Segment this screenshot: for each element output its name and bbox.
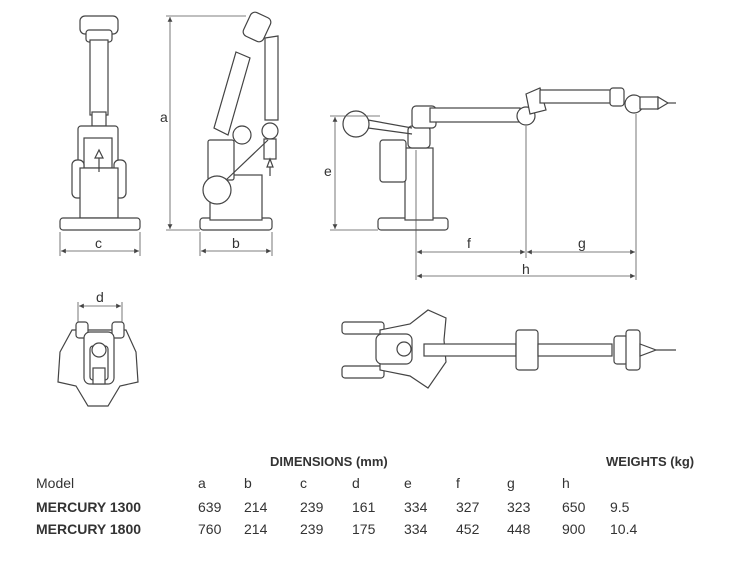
row-weight: 10.4	[610, 521, 638, 537]
row-a: 760	[198, 521, 222, 537]
header-a: a	[198, 475, 206, 491]
dimension-label-d: d	[96, 289, 104, 305]
header-g: g	[507, 475, 515, 491]
header-b: b	[244, 475, 252, 491]
arm-technical-drawing: a b c d e f g h	[57, 11, 676, 407]
dimension-label-g: g	[578, 235, 586, 251]
row-d: 175	[352, 521, 376, 537]
header-c: c	[300, 475, 307, 491]
dimension-label-c: c	[95, 235, 102, 251]
dimension-label-b: b	[232, 235, 240, 251]
row-e: 334	[404, 499, 428, 515]
row-d: 161	[352, 499, 376, 515]
row-f: 452	[456, 521, 480, 537]
table-row: MERCURY 1300 639 214 239 161 334 327 323…	[0, 499, 738, 519]
row-model: MERCURY 1800	[36, 521, 142, 537]
row-c: 239	[300, 499, 324, 515]
row-c: 239	[300, 521, 324, 537]
specifications-table: DIMENSIONS (mm) WEIGHTS (kg) Model a b c…	[0, 448, 738, 579]
top-view	[57, 321, 139, 407]
dimension-d	[77, 302, 123, 322]
table-header-row: Model a b c d e f g h	[0, 475, 738, 495]
header-model: Model	[36, 475, 75, 491]
row-b: 214	[244, 499, 268, 515]
dimension-a	[166, 15, 246, 231]
row-a: 639	[198, 499, 222, 515]
dimension-f-g-h	[415, 114, 637, 280]
row-e: 334	[404, 521, 428, 537]
extended-view	[342, 87, 676, 231]
front-view	[59, 15, 141, 231]
row-g: 323	[507, 499, 531, 515]
top-view-extended	[341, 309, 676, 389]
header-h: h	[562, 475, 570, 491]
dimension-label-f: f	[467, 235, 471, 251]
dimensions-header: DIMENSIONS (mm)	[270, 454, 388, 469]
row-g: 448	[507, 521, 531, 537]
dimension-e	[330, 115, 380, 231]
header-f: f	[456, 475, 460, 491]
header-d: d	[352, 475, 360, 491]
dimension-c	[59, 232, 141, 256]
row-f: 327	[456, 499, 480, 515]
row-h: 900	[562, 521, 586, 537]
side-view	[199, 11, 279, 231]
dimension-label-e: e	[324, 163, 332, 179]
row-weight: 9.5	[610, 499, 630, 515]
row-h: 650	[562, 499, 586, 515]
table-row: MERCURY 1800 760 214 239 175 334 452 448…	[0, 521, 738, 541]
dimension-label-h: h	[522, 261, 530, 277]
header-e: e	[404, 475, 412, 491]
dimension-b	[199, 232, 273, 256]
dimension-label-a: a	[160, 109, 168, 125]
weights-header: WEIGHTS (kg)	[606, 454, 695, 469]
row-b: 214	[244, 521, 268, 537]
row-model: MERCURY 1300	[36, 499, 142, 515]
